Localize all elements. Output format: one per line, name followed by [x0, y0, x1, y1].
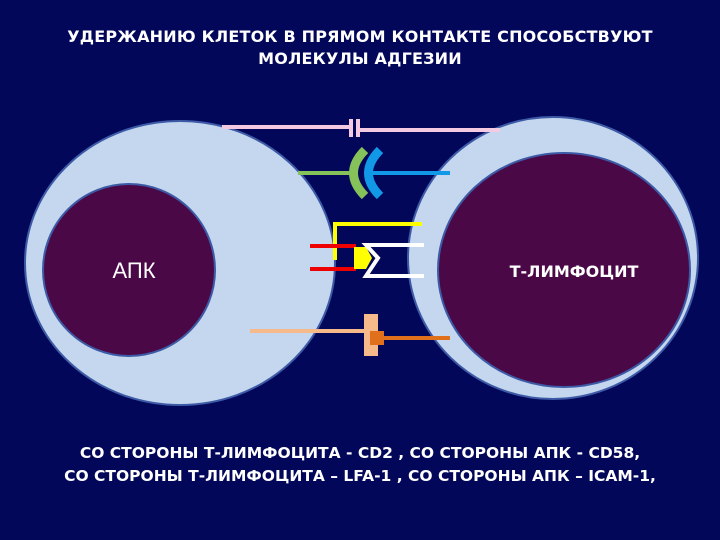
adhesion-molecule-pair-pink [222, 119, 500, 137]
t-lymphocyte-nucleus [437, 152, 691, 388]
caption-line-1: СО СТОРОНЫ Т-ЛИМФОЦИТА - CD2 , СО СТОРОН… [79, 444, 641, 462]
adhesion-molecule-pair-peach-orange [250, 314, 450, 356]
yellow-molecule-head [354, 247, 372, 269]
green-molecule-head [349, 146, 369, 200]
title-line-1: УДЕРЖАНИЮ КЛЕТОК В ПРЯМОМ КОНТАКТЕ СПОСО… [67, 27, 653, 46]
slide-title: УДЕРЖАНИЮ КЛЕТОК В ПРЯМОМ КОНТАКТЕ СПОСО… [0, 26, 720, 70]
white-molecule-receptor [361, 243, 424, 278]
caption-line-2: СО СТОРОНЫ Т-ЛИМФОЦИТА – LFA-1 , СО СТОР… [64, 467, 656, 485]
t-lymphocyte-label: Т-ЛИМФОЦИТ [510, 262, 639, 281]
apc-nucleus [42, 183, 216, 357]
blue-molecule-head [364, 146, 384, 200]
adhesion-molecule-pair-green-blue [298, 146, 450, 200]
title-line-2: МОЛЕКУЛЫ АДГЕЗИИ [258, 49, 462, 68]
adhesion-molecule-pair-yellow-red [310, 222, 424, 278]
slide-caption: СО СТОРОНЫ Т-ЛИМФОЦИТА - CD2 , СО СТОРОН… [0, 442, 720, 488]
orange-molecule-head [370, 331, 384, 345]
apc-label: АПК [112, 258, 155, 283]
